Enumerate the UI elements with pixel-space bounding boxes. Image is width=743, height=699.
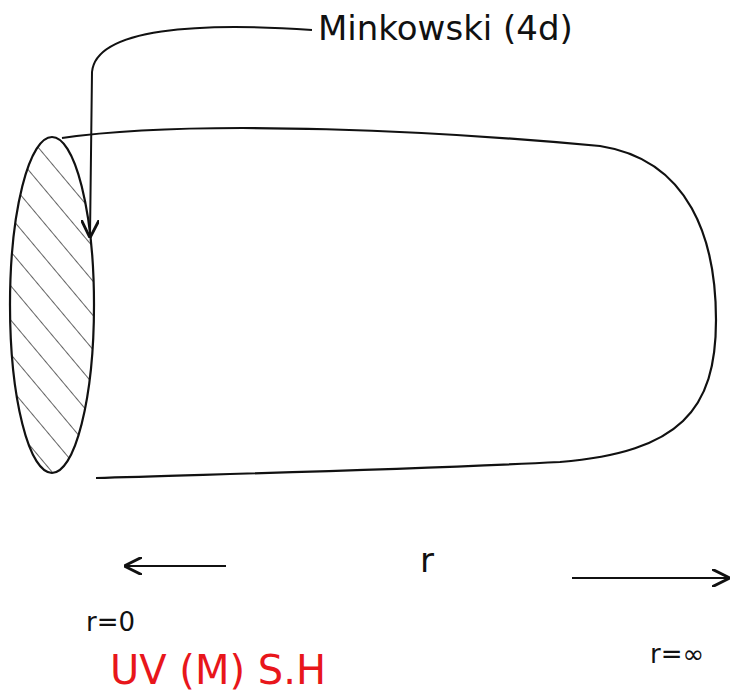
axis-endpoint: r=∞ [650, 640, 704, 669]
axis-endpoint: r=0 [86, 608, 135, 637]
boundary-disk [10, 137, 94, 473]
arrow-right [572, 577, 728, 579]
tube-outline [62, 128, 716, 478]
arrow-left [126, 565, 226, 567]
axis-label: r [420, 542, 434, 579]
annotation: UV (M) S.H [110, 648, 326, 692]
region-label: Minkowski (4d) [318, 10, 573, 47]
leader-line [90, 27, 312, 236]
